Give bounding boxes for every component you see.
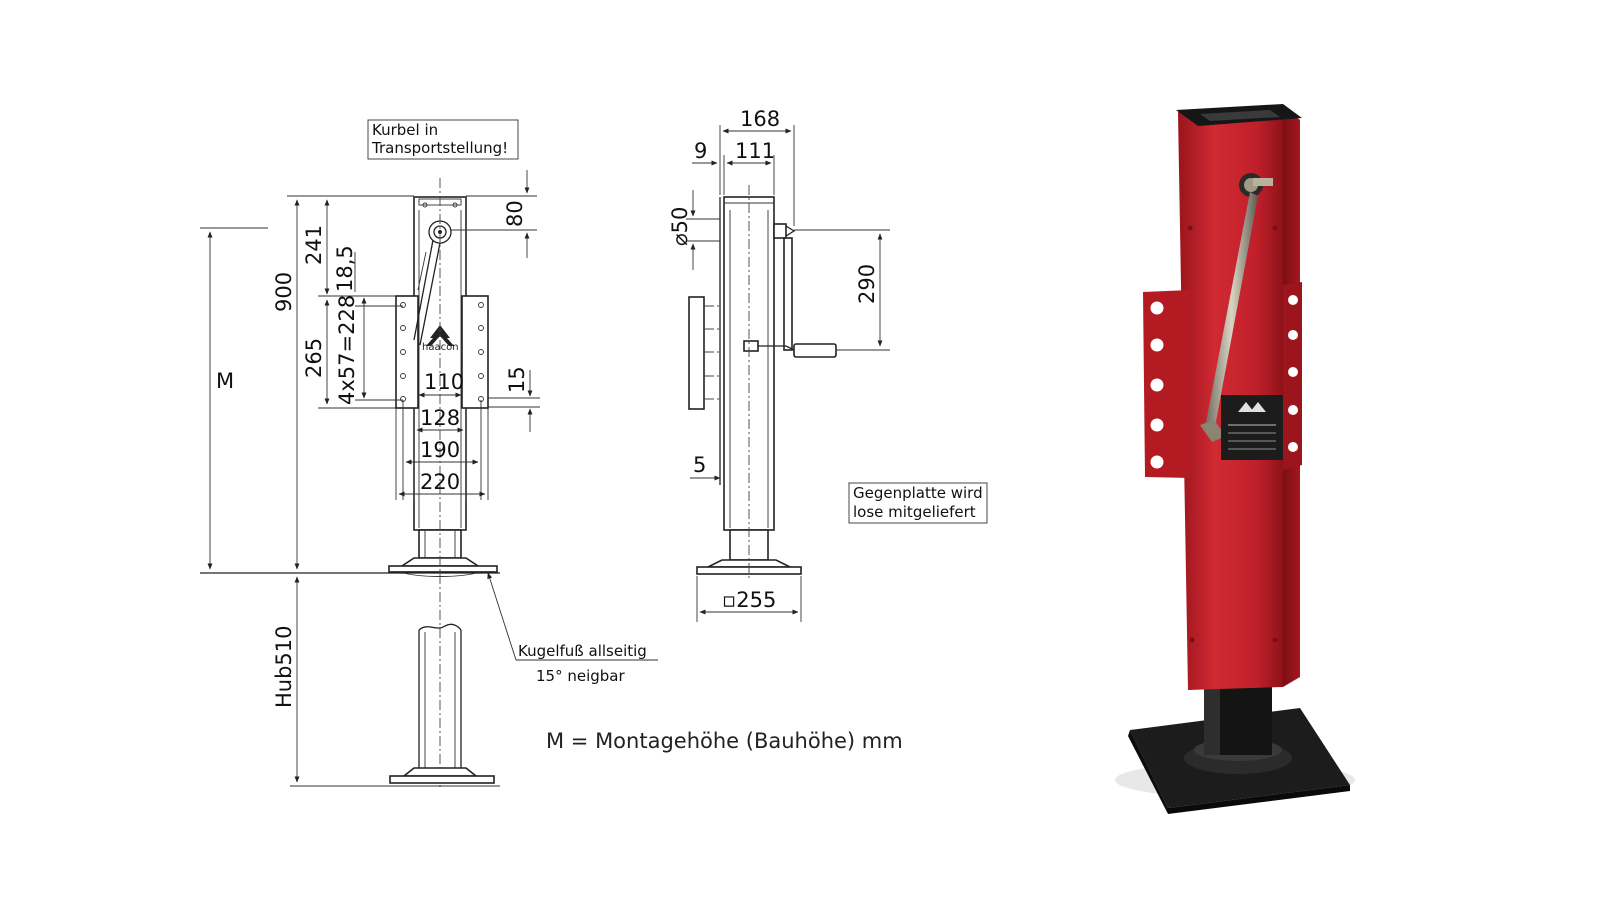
note-gegenplatte: Gegenplatte wird lose mitgeliefert xyxy=(848,482,988,524)
extended-state xyxy=(389,623,495,784)
dim-255: ▫255 xyxy=(722,588,776,612)
dim-d50: ⌀50 xyxy=(668,207,692,246)
side-crank xyxy=(743,223,837,358)
dim-265: 265 xyxy=(302,338,326,378)
dim-110: 110 xyxy=(424,370,464,394)
dim-9: 9 xyxy=(694,139,707,163)
crank-arm xyxy=(1205,192,1258,432)
note-kurbel-line2: Transportstellung! xyxy=(371,139,508,157)
dim-18-5: 18,5 xyxy=(333,245,357,292)
dim-290: 290 xyxy=(855,264,879,304)
caption-montagehoehe: M = Montagehöhe (Bauhöhe) mm xyxy=(546,729,903,753)
product-photo xyxy=(1115,104,1355,814)
counter-plate xyxy=(688,296,705,410)
dim-15: 15 xyxy=(505,366,529,393)
label-m: M xyxy=(216,369,234,393)
side-view: 168 9 111 ⌀50 290 5 ▫255 Gegenplatte wir… xyxy=(668,107,988,622)
note-kugelfuss-line1: Kugelfuß allseitig xyxy=(518,642,647,660)
mount-plate-left xyxy=(1143,290,1190,478)
note-gegenplatte-line2: lose mitgeliefert xyxy=(853,503,976,521)
front-view: Kurbel in Transportstellung! xyxy=(200,119,658,790)
dim-5: 5 xyxy=(693,453,706,477)
dim-900: 900 xyxy=(272,272,296,312)
name-plate xyxy=(1221,395,1283,460)
dim-190: 190 xyxy=(420,438,460,462)
dim-220: 220 xyxy=(420,470,460,494)
note-gegenplatte-line1: Gegenplatte wird xyxy=(853,484,983,502)
dim-128: 128 xyxy=(420,406,460,430)
dim-80: 80 xyxy=(503,200,527,227)
dim-4x57: 4x57=228 xyxy=(335,295,359,405)
dim-111: 111 xyxy=(735,139,775,163)
dim-hub: Hub510 xyxy=(272,625,296,708)
dim-168: 168 xyxy=(740,107,780,131)
note-kurbel-line1: Kurbel in xyxy=(372,121,438,139)
note-kugelfuss-line2: 15° neigbar xyxy=(536,667,625,685)
dim-241: 241 xyxy=(302,225,326,265)
note-kurbel: Kurbel in Transportstellung! xyxy=(367,119,519,160)
